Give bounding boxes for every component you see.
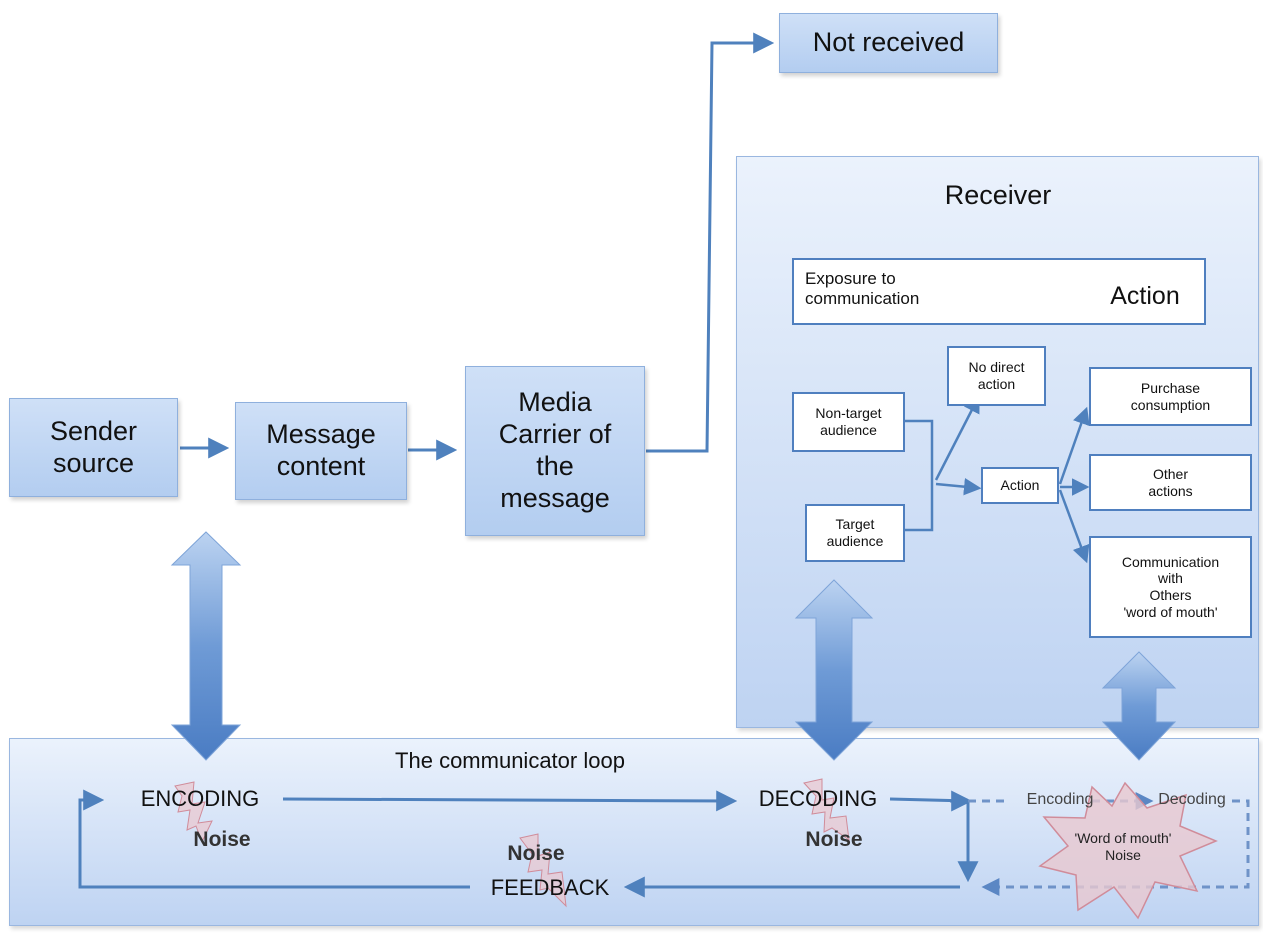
feedback-noise-label: Noise (507, 842, 565, 865)
decoding-noise-label: Noise (805, 828, 863, 851)
message-content-box: Message content (235, 402, 407, 500)
double-arrow-word-of-mouth (1101, 651, 1177, 761)
media-carrier-box: Media Carrier of the message (465, 366, 645, 536)
dashed-word-of-mouth-return (981, 799, 1250, 896)
decoding-label: DECODING (758, 786, 878, 811)
arrow-encoding-to-decoding (282, 790, 738, 812)
noise-bolt-encoding-icon (174, 781, 213, 844)
encoding-noise-label: Noise (193, 828, 251, 851)
action-small-box: Action (981, 467, 1059, 504)
arrow-to-communication (1058, 489, 1090, 564)
arrow-to-no-direct (934, 394, 980, 481)
encoding-label: ENCODING (140, 786, 260, 811)
double-arrow-encoding (170, 531, 242, 761)
decoding-small-label: Decoding (1158, 791, 1226, 808)
target-audience-box: Target audience (805, 504, 905, 562)
connector-non-target (905, 419, 934, 483)
encoding-small-label: Encoding (1026, 791, 1094, 808)
arrow-to-action-small (935, 477, 982, 496)
double-arrow-decoding (794, 579, 874, 761)
noise-bolt-decoding-icon (803, 778, 850, 842)
communication-word-of-mouth-box: Communication with Others 'word of mouth… (1089, 536, 1252, 638)
word-of-mouth-noise-label: 'Word of mouth' Noise (1074, 830, 1172, 863)
other-actions-box: Other actions (1089, 454, 1252, 511)
arrow-decoding-to-feedback-junction (889, 797, 979, 883)
sender-source-box: Sender source (9, 398, 178, 497)
not-received-box: Not received (779, 13, 998, 73)
no-direct-action-box: No direct action (947, 346, 1046, 406)
purchase-consumption-box: Purchase consumption (1089, 367, 1252, 426)
arrow-media-to-not-received (646, 32, 775, 453)
non-target-audience-box: Non-target audience (792, 392, 905, 452)
noise-bolt-feedback-icon (519, 833, 567, 908)
exposure-action-box (792, 258, 1206, 325)
arrow-to-purchase (1058, 406, 1090, 485)
action-large-label: Action (1110, 282, 1180, 310)
arrow-feedback-left (78, 789, 470, 889)
feedback-label: FEEDBACK (490, 875, 610, 900)
communicator-loop-title: The communicator loop (395, 748, 625, 773)
exposure-label: Exposure to communication (805, 269, 920, 309)
connector-target (905, 483, 934, 532)
receiver-title: Receiver (944, 180, 1052, 210)
word-of-mouth-noise-burst (1038, 781, 1218, 920)
